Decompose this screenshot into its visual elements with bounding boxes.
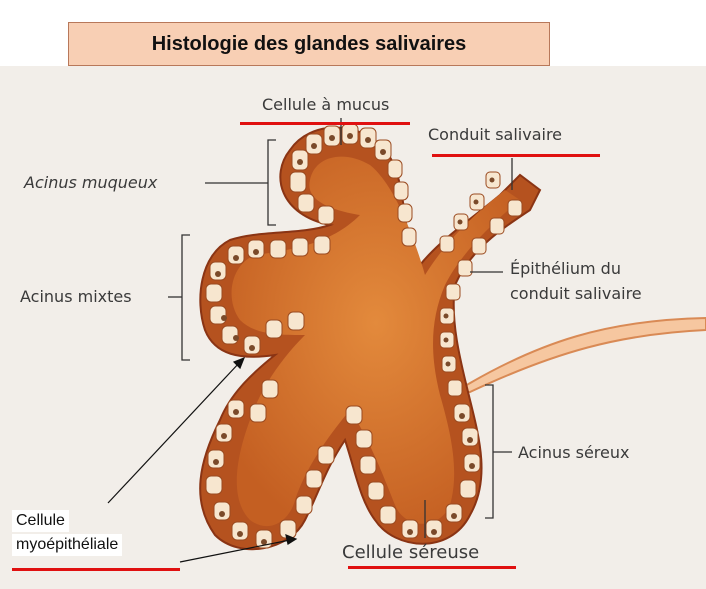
side-arrow bbox=[451, 316, 706, 393]
label-acinus-mixtes: Acinus mixtes bbox=[20, 287, 132, 306]
underline-cellule-myoepitheliale bbox=[12, 568, 180, 571]
page-title: Histologie des glandes salivaires bbox=[68, 22, 550, 66]
gland-body bbox=[199, 123, 542, 551]
label-cellule-sereuse: Cellule séreuse bbox=[342, 542, 480, 563]
label-cellule-mucus: Cellule à mucus bbox=[262, 95, 390, 114]
label-cellule-line1: Cellule bbox=[12, 510, 69, 532]
underline-cellule-sereuse bbox=[348, 566, 516, 569]
label-acinus-muqueux: Acinus muqueux bbox=[24, 173, 158, 192]
label-epithelium-line2: conduit salivaire bbox=[510, 284, 642, 303]
label-acinus-sereux: Acinus séreux bbox=[518, 443, 630, 462]
label-conduit-salivaire: Conduit salivaire bbox=[428, 125, 563, 144]
underline-conduit-salivaire bbox=[432, 154, 600, 157]
arrow-myoepithelial-lower bbox=[179, 539, 291, 563]
bracket-acinus-muqueux bbox=[267, 139, 276, 226]
bracket-acinus-sereux bbox=[485, 384, 494, 519]
underline-cellule-mucus bbox=[240, 122, 410, 125]
arrow-myoepithelial-upper bbox=[107, 361, 241, 504]
label-cellule-line2: myoépithéliale bbox=[12, 534, 123, 556]
label-epithelium-line1: Épithélium du bbox=[510, 259, 621, 278]
bracket-acinus-mixtes bbox=[181, 234, 190, 361]
